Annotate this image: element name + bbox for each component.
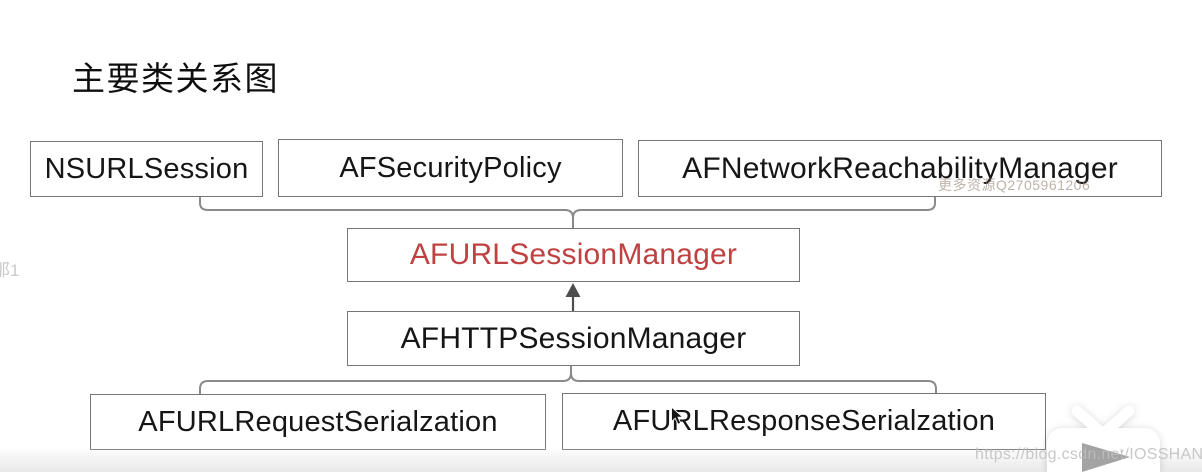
class-box-afurlsessionmanager: AFURLSessionManager <box>347 228 800 282</box>
class-box-afhttpsessionmanager: AFHTTPSessionManager <box>347 311 800 366</box>
class-label: AFHTTPSessionManager <box>400 321 747 355</box>
watermark-site-url: https://blog.csdn.net/IOSSHAN <box>975 446 1202 463</box>
class-label: AFURLRequestSerialzation <box>138 405 498 438</box>
page-title: 主要类关系图 <box>72 60 279 97</box>
class-label: NSURLSession <box>44 152 249 185</box>
mouse-cursor-icon <box>671 406 684 425</box>
arrow-up-head <box>565 283 581 297</box>
class-box-afnetworkreachabilitymanager: AFNetworkReachabilityManager <box>638 140 1162 197</box>
tv-play-icon[interactable] <box>1035 405 1175 472</box>
class-label-highlighted: AFURLSessionManager <box>409 238 738 271</box>
bottom-gradient <box>0 446 1202 472</box>
class-label: AFNetworkReachabilityManager <box>682 151 1118 185</box>
class-box-afsecuritypolicy: AFSecurityPolicy <box>278 139 623 197</box>
play-triangle-icon <box>1082 443 1130 472</box>
watermark-resource-text: 更多资源Q2705961206 <box>938 177 1091 193</box>
class-box-nsurlsession: NSURLSession <box>30 141 263 197</box>
class-label: AFSecurityPolicy <box>339 151 562 184</box>
watermark-left-fragment: 那1 <box>0 261 20 280</box>
class-box-afurlresponseserialzation: AFURLResponseSerialzation <box>562 393 1046 450</box>
class-box-afurlrequestserialzation: AFURLRequestSerialzation <box>90 394 546 450</box>
